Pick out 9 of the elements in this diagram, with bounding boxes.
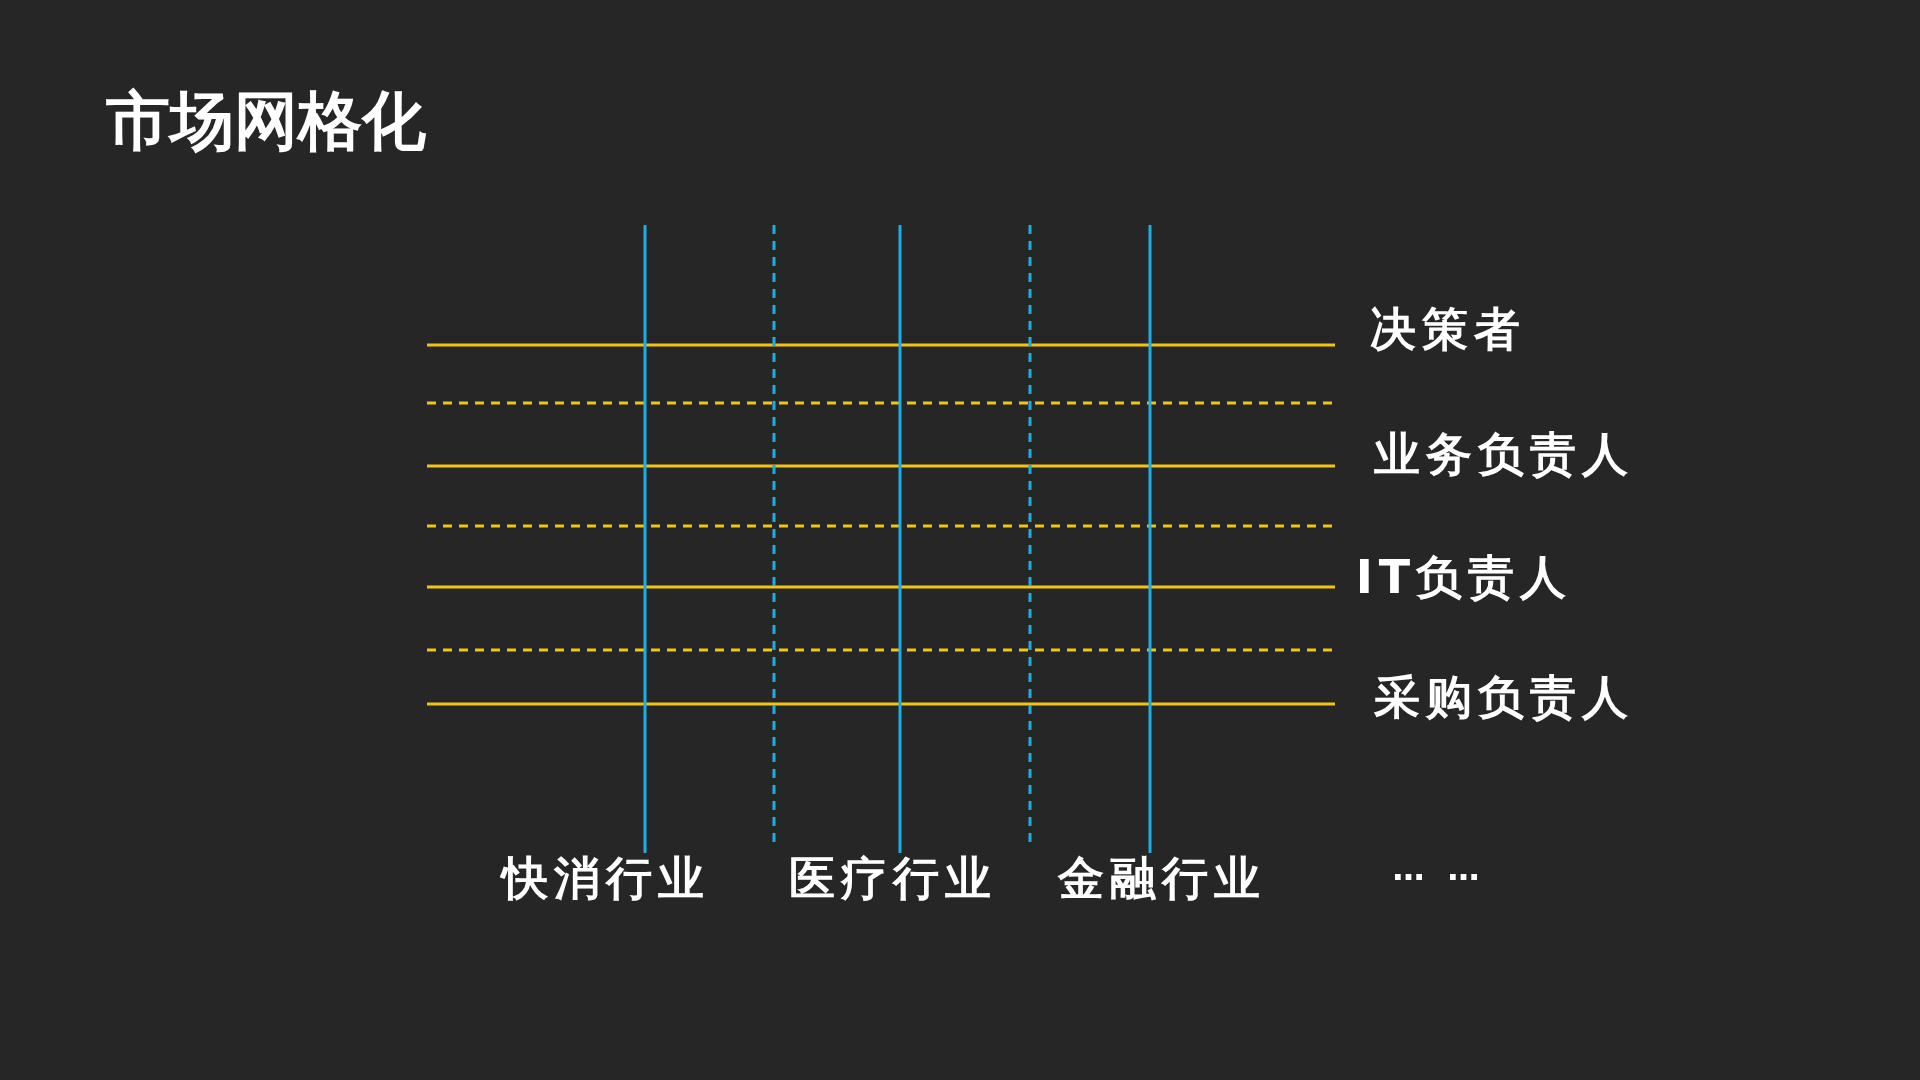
- column-label: 金融行业: [1058, 850, 1266, 907]
- column-label: 医疗行业: [789, 850, 997, 907]
- ellipsis: … …: [1392, 850, 1486, 888]
- row-label: 决策者: [1370, 301, 1526, 358]
- row-label: 采购负责人: [1374, 669, 1634, 726]
- row-label: 业务负责人: [1374, 426, 1634, 483]
- row-label: IT负责人: [1355, 549, 1573, 606]
- column-label: 快消行业: [502, 850, 710, 907]
- title: 市场网格化: [106, 83, 426, 160]
